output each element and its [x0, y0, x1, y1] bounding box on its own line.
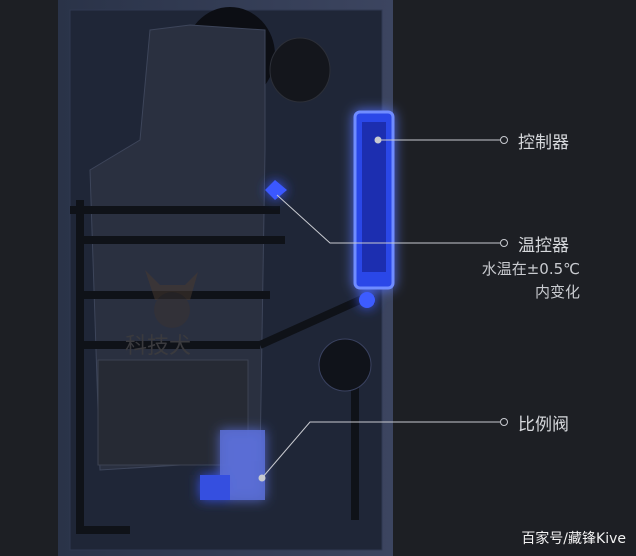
source-watermark: 百家号/藏锋Kive	[521, 531, 626, 547]
leader-lines	[258, 136, 508, 482]
controller-unit	[353, 110, 395, 308]
thermostat-note-line2: 内变化	[534, 283, 580, 301]
label-controller: 控制器	[518, 133, 569, 153]
proportional-valve-unit	[200, 430, 265, 500]
logo-watermark-text: 科技犬	[125, 334, 192, 359]
fan-motor	[269, 37, 331, 103]
water-pump	[318, 338, 372, 392]
label-thermostat: 温控器	[518, 236, 569, 256]
dog-logo-watermark	[145, 270, 198, 328]
burner-box	[97, 359, 249, 466]
thermostat-note-line1: 水温在±0.5℃	[481, 260, 580, 278]
label-proportional-valve: 比例阀	[518, 415, 569, 435]
thermostat-unit	[265, 180, 287, 200]
